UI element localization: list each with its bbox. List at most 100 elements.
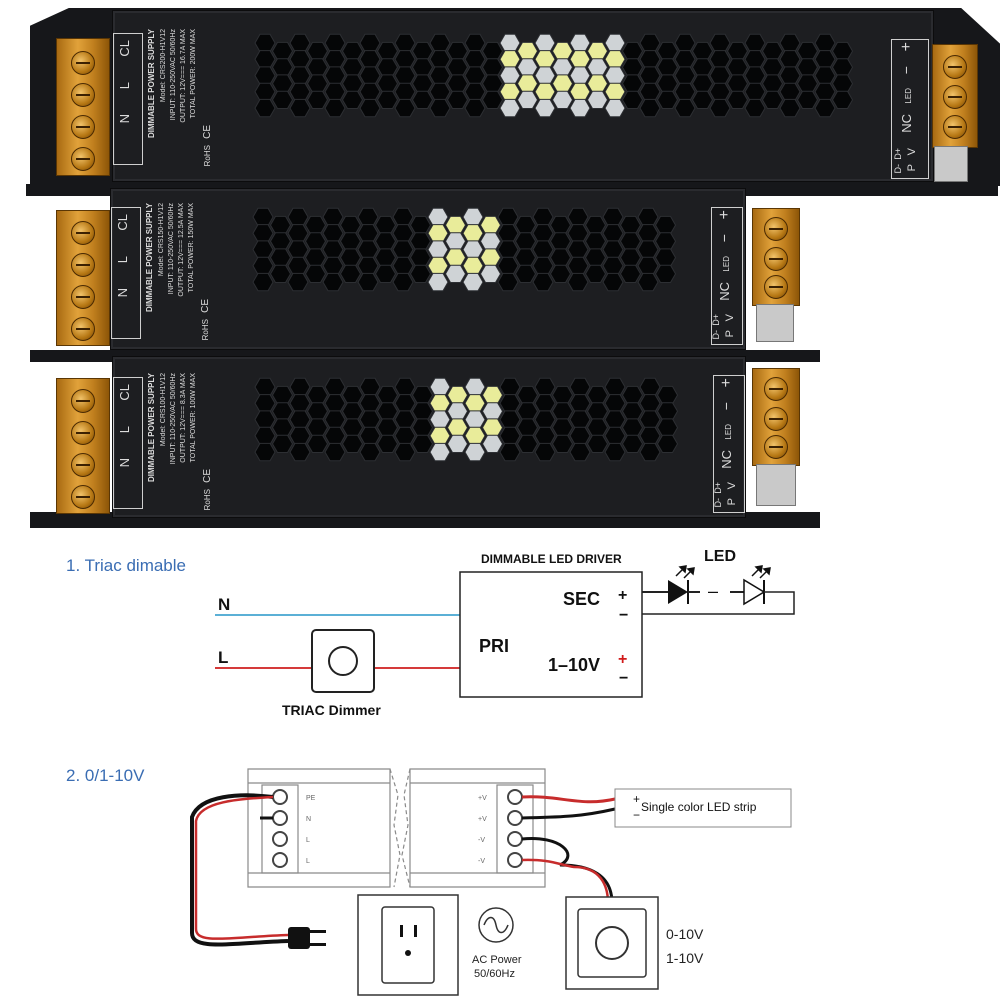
d-plus-label: D+ — [711, 314, 721, 326]
vent-hole — [289, 426, 311, 445]
vent-hole — [289, 66, 311, 85]
vent-hole — [656, 402, 679, 421]
vent-hole — [639, 442, 661, 462]
terminal-screw-icon — [71, 389, 95, 413]
vent-hole — [394, 82, 416, 101]
vent-hole — [551, 402, 574, 421]
vent-hole — [394, 410, 416, 429]
vent-hole — [357, 240, 379, 259]
vent-hole — [584, 248, 607, 267]
vent-hole — [516, 402, 539, 421]
psu-pe-label: PE — [306, 795, 316, 802]
vent-hole — [516, 90, 539, 109]
vent-hole — [516, 74, 539, 93]
vent-hole — [409, 248, 432, 267]
outlet-ground — [405, 950, 411, 956]
dim-minus: − — [619, 670, 628, 687]
vent-hole — [271, 41, 294, 61]
vent-hole — [374, 215, 397, 235]
power-text: TOTAL POWER: 100W MAX — [190, 373, 197, 463]
vent-hole — [462, 256, 484, 275]
vent-hole — [814, 33, 836, 53]
vent-hole — [359, 50, 381, 69]
vent-hole — [359, 394, 381, 413]
vent-hole — [254, 66, 276, 85]
vent-hole — [497, 240, 519, 259]
vent-hole — [394, 394, 416, 413]
vent-hole — [339, 215, 362, 235]
outlet-slot — [414, 925, 417, 937]
vent-hole — [814, 66, 836, 85]
vent-hole — [639, 426, 661, 445]
vent-hole — [359, 377, 381, 397]
vent-hole — [602, 207, 624, 227]
vent-hole — [376, 41, 399, 61]
vent-hole — [602, 272, 624, 292]
vent-hole — [551, 385, 574, 405]
p-label: P — [726, 498, 738, 506]
vent-hole — [604, 66, 626, 85]
vent-hole — [761, 41, 784, 61]
dim-connector — [756, 464, 796, 506]
vent-hole — [637, 224, 659, 243]
dim-connector — [934, 146, 968, 182]
vent-hole — [359, 410, 381, 429]
nc-label: NC — [899, 114, 914, 133]
vent-hole — [534, 377, 556, 397]
vent-hole — [357, 207, 379, 227]
vent-hole — [499, 66, 521, 85]
vent-hole — [306, 418, 329, 437]
model-text: Model: CRS150-H1V12 — [158, 203, 165, 277]
vent-hole — [514, 264, 537, 283]
vent-hole — [306, 434, 329, 453]
vent-hole — [602, 256, 624, 275]
dim-connector — [756, 304, 794, 342]
vent-hole — [252, 256, 274, 275]
vent-hole — [831, 41, 854, 61]
terminal-screw-icon — [764, 435, 788, 459]
vent-hole — [322, 272, 344, 292]
output-terminal-block — [752, 208, 800, 306]
led-red-wire — [521, 795, 616, 804]
vent-hole — [691, 90, 714, 109]
terminal-screw-icon — [943, 85, 967, 109]
vent-hole — [761, 58, 784, 77]
psu-l2-label: L — [306, 858, 310, 865]
vent-hole — [637, 207, 659, 227]
plus-label: + — [898, 42, 915, 52]
vent-hole — [479, 215, 502, 235]
power-text: TOTAL POWER: 150W MAX — [188, 203, 195, 293]
led-black-wire — [521, 807, 616, 820]
vent-hole — [604, 50, 626, 69]
vent-hole — [532, 224, 554, 243]
psu-v3-label: -V — [478, 837, 485, 844]
vent-hole — [709, 33, 731, 53]
nc-label: NC — [719, 450, 734, 469]
vent-hole — [306, 90, 329, 109]
vent-hole — [654, 264, 677, 283]
vent-hole — [514, 215, 537, 235]
dimmer-knob-icon — [595, 926, 629, 960]
vent-hole — [376, 385, 399, 405]
ce-mark: CE — [202, 469, 213, 483]
vent-hole — [639, 377, 661, 397]
psu-n-label: N — [306, 816, 311, 823]
ac-black-wire — [190, 793, 289, 947]
vent-hole — [551, 58, 574, 77]
vent-hole — [429, 33, 451, 53]
psu-l-label: L — [306, 837, 310, 844]
vent-hole — [341, 434, 364, 453]
dim-red-wire — [521, 858, 610, 904]
vent-hole — [709, 66, 731, 85]
vent-hole — [252, 272, 274, 292]
model-text: Model: CRS100-H1V12 — [160, 373, 167, 447]
vent-hole — [339, 232, 362, 251]
vent-hole — [569, 377, 591, 397]
output-text: OUTPUT: 12V=== 12.5A MAX — [178, 203, 185, 297]
v-label: V — [724, 314, 736, 322]
spec-text-block: DIMMABLE POWER SUPPLY Model: CRS100-H1V1… — [147, 373, 217, 513]
plug-prong — [310, 943, 326, 946]
vent-hole — [516, 434, 539, 453]
vent-hole — [462, 240, 484, 259]
vent-hole — [497, 207, 519, 227]
